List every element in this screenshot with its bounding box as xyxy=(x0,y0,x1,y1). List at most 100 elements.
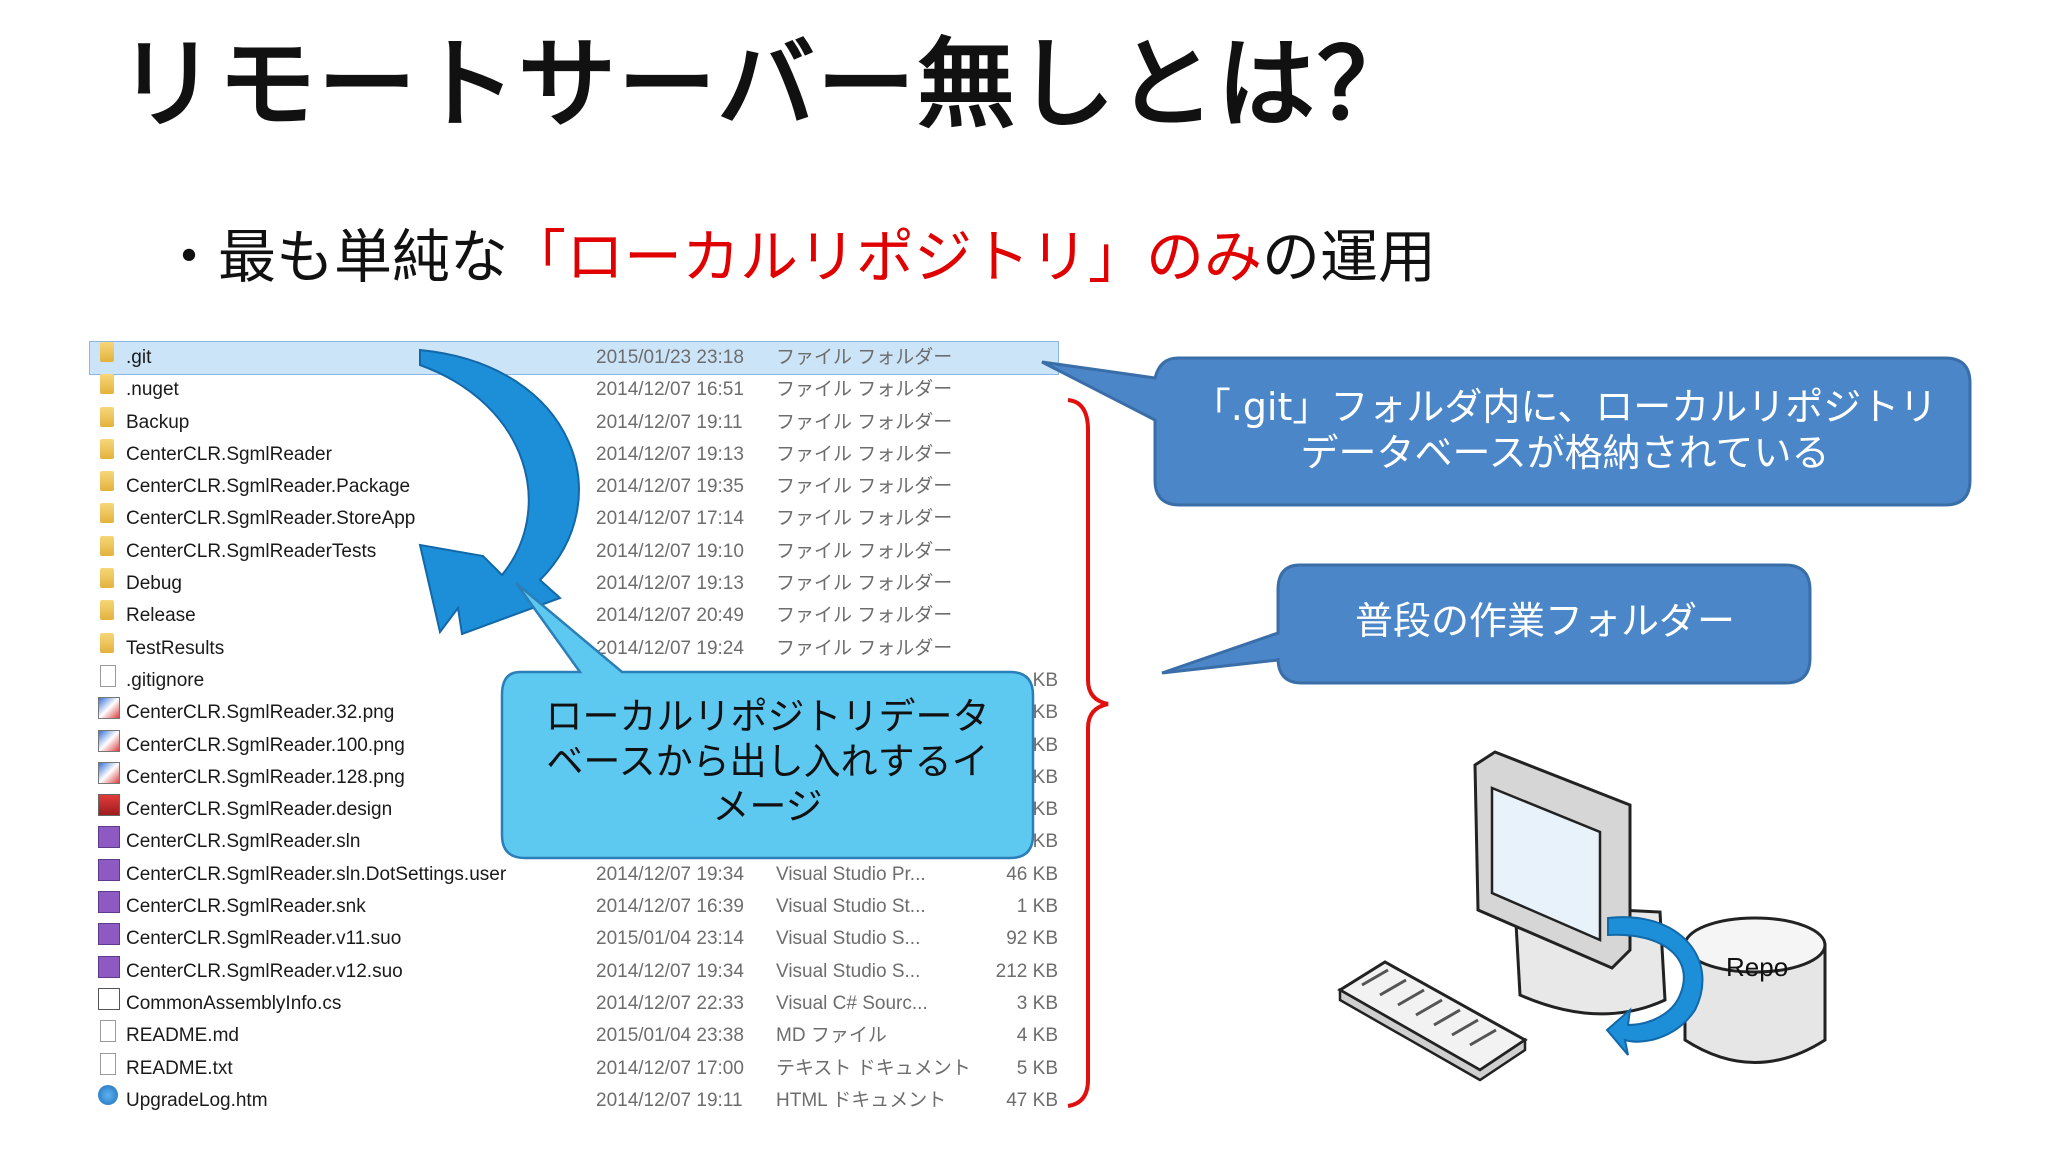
file-size: 212 KB xyxy=(995,960,1058,982)
file-size: 46 KB xyxy=(1006,863,1058,885)
checkout-callout-line-2: ベースから出し入れするイ xyxy=(546,740,989,783)
file-name: CenterCLR.SgmlReader xyxy=(126,443,332,465)
folder-icon xyxy=(100,342,114,362)
file-name: Debug xyxy=(126,573,182,595)
file-row[interactable]: CenterCLR.SgmlReader.StoreApp 2014/12/07 … xyxy=(90,503,1058,535)
git-folder-callout-line-2: データベースが格納されている xyxy=(1300,431,1830,475)
file-type: ファイル フォルダー xyxy=(776,605,953,627)
file-date-modified: 2014/12/07 20:49 xyxy=(596,605,744,627)
file-type: Visual C# Sourc... xyxy=(776,992,928,1014)
file-size: KB xyxy=(1032,766,1058,788)
folder-icon xyxy=(100,406,114,427)
file-type: テキスト ドキュメント xyxy=(776,1057,971,1079)
file-date-modified: 2014/12/07 19:13 xyxy=(596,443,744,465)
folder-icon xyxy=(100,568,114,589)
file-name: CenterCLR.SgmlReader.sln.DotSettings.use… xyxy=(126,863,507,885)
file-row[interactable]: CenterCLR.SgmlReader.v12.suo 2014/12/07 1… xyxy=(90,955,1058,988)
visual-studio-icon xyxy=(98,955,120,978)
file-type: ファイル フォルダー xyxy=(776,347,953,368)
file-date-modified: 2015/01/04 23:14 xyxy=(596,928,744,950)
file-name: CenterCLR.SgmlReader.100.png xyxy=(126,734,405,756)
file-size: 5 KB xyxy=(1016,1057,1058,1079)
slide-title: リモートサーバー無しとは？ xyxy=(118,28,1418,142)
file-row[interactable]: .git 2015/01/23 23:18 ファイル フォルダー xyxy=(89,340,1059,376)
file-name: .git xyxy=(126,347,152,368)
file-date-modified: 2014/12/07 17:14 xyxy=(596,508,744,530)
key-file-icon xyxy=(98,891,120,914)
visual-studio-icon xyxy=(98,923,120,946)
file-date-modified: 2014/12/07 16:51 xyxy=(596,379,744,401)
file-name: CenterCLR.SgmlReader.sln xyxy=(126,831,361,853)
file-date-modified: 2014/12/07 19:13 xyxy=(596,573,744,595)
file-size: 1 KB xyxy=(1016,896,1058,918)
image-file-icon xyxy=(98,729,120,752)
folder-icon xyxy=(100,438,114,459)
checkout-callout-text: ローカルリポジトリデータ ベースから出し入れするイ メージ xyxy=(505,694,1030,829)
file-row[interactable]: CenterCLR.SgmlReader.v11.suo 2015/01/04 2… xyxy=(90,923,1058,955)
sync-arrow-icon xyxy=(1605,916,1704,1056)
file-type: Visual Studio St... xyxy=(776,896,926,918)
file-date-modified: 2014/12/07 16:39 xyxy=(596,896,744,918)
checkout-callout-shape xyxy=(500,582,1035,860)
file-type: Visual Studio S... xyxy=(776,960,921,982)
folder-icon xyxy=(100,471,114,492)
file-name: CenterCLR.SgmlReader.128.png xyxy=(126,766,405,788)
file-size: KB xyxy=(1032,831,1058,853)
web-page-icon xyxy=(98,1084,118,1105)
folder-icon xyxy=(100,632,114,653)
file-type: ファイル フォルダー xyxy=(776,540,953,562)
file-row[interactable]: CenterCLR.SgmlReader.128.png KB xyxy=(90,761,1058,794)
file-name: UpgradeLog.htm xyxy=(126,1089,268,1111)
file-row[interactable]: CenterCLR.SgmlReader 2014/12/07 19:13 ファイル… xyxy=(90,438,1058,471)
csharp-file-icon xyxy=(98,987,120,1010)
file-name: CenterCLR.SgmlReader.v12.suo xyxy=(126,960,403,982)
file-type: ファイル フォルダー xyxy=(776,411,953,433)
keyboard-icon xyxy=(1337,960,1528,1082)
file-type: Visual Studio S... xyxy=(776,928,921,950)
file-size: 47 KB xyxy=(1006,1089,1058,1111)
folder-icon xyxy=(100,535,114,556)
file-size: KB xyxy=(1032,799,1058,821)
bullet-text-prefix: ・最も単純な xyxy=(160,223,509,291)
folder-icon xyxy=(100,503,114,524)
file-name: CenterCLR.SgmlReader.v11.suo xyxy=(126,928,402,950)
file-row[interactable]: CenterCLR.SgmlReader.sln.DotSettings.use… xyxy=(90,858,1058,891)
bullet-text-suffix: の運用 xyxy=(1262,223,1437,291)
file-name: README.txt xyxy=(126,1057,233,1079)
file-size: KB xyxy=(1032,669,1058,691)
file-name: CenterCLR.SgmlReaderTests xyxy=(126,540,377,562)
visual-studio-icon xyxy=(98,826,120,849)
file-row[interactable]: CenterCLR.SgmlReader.sln KB xyxy=(90,826,1058,858)
file-date-modified: 2015/01/04 23:38 xyxy=(596,1025,744,1047)
repository-cylinder-icon xyxy=(1683,916,1827,1064)
file-date-modified: 2014/12/07 22:33 xyxy=(596,992,744,1014)
file-type: Visual Studio Pr... xyxy=(776,863,926,885)
file-name: CenterCLR.SgmlReader.StoreApp xyxy=(126,508,416,530)
work-folder-brace xyxy=(1067,398,1109,1108)
checkout-callout-line-3: メージ xyxy=(712,785,823,828)
file-size: 3 KB xyxy=(1016,992,1058,1014)
file-date-modified: 2014/12/07 19:24 xyxy=(596,637,744,659)
file-date-modified: 2015/01/23 23:18 xyxy=(596,347,744,368)
file-type: ファイル フォルダー xyxy=(776,443,953,465)
file-type: ファイル フォルダー xyxy=(776,508,953,530)
file-date-modified: 2014/12/07 19:34 xyxy=(596,960,744,982)
